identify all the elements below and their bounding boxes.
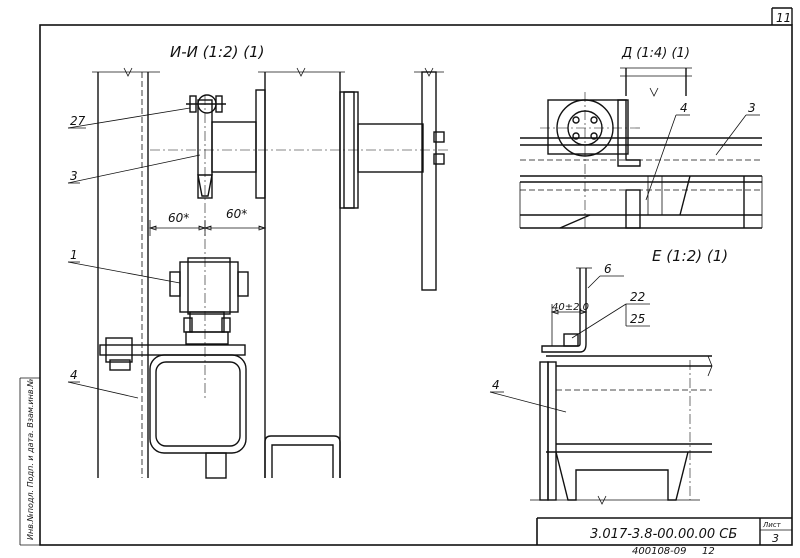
callouts-ii — [67, 107, 201, 399]
side-stamp: Инв.№подл. Подп. и дата. Взам.инв.№ — [26, 379, 35, 540]
dim-40: 40±2,0 — [552, 302, 589, 313]
callout-25: 25 — [630, 312, 645, 326]
dim-60-left: 60* — [168, 211, 189, 225]
archive-number: 400108-09 — [632, 546, 687, 557]
callout-3-d: 3 — [748, 101, 756, 115]
callout-1: 1 — [70, 248, 78, 262]
section-ii-drawing — [92, 67, 450, 479]
callout-3-ii: 3 — [70, 169, 78, 183]
callout-4-e: 4 — [492, 378, 500, 392]
drawing-designation: 3.017-3.8-00.00.00 СБ — [590, 527, 737, 542]
callout-4-d: 4 — [680, 101, 688, 115]
title-block — [536, 517, 792, 545]
sheet-number: 3 — [772, 532, 779, 545]
callout-22: 22 — [630, 290, 645, 304]
callouts-d — [645, 114, 760, 201]
archive-suffix: 12 — [702, 546, 715, 557]
callouts-e — [489, 275, 650, 413]
callout-27: 27 — [70, 114, 86, 128]
dim-60-right: 60* — [226, 207, 247, 221]
callout-6: 6 — [604, 262, 612, 276]
view-e-drawing — [530, 267, 713, 505]
sheet-frame — [19, 7, 793, 546]
section-ii-title: И-И (1:2) (1) — [170, 43, 264, 61]
sheet-label: Лист — [762, 521, 782, 529]
view-d-title: Д (1:4) (1) — [621, 46, 690, 61]
view-d-drawing — [519, 67, 763, 230]
callout-4-ii: 4 — [70, 368, 78, 382]
view-e-title: Е (1:2) (1) — [652, 247, 728, 265]
page-number: 11 — [776, 11, 791, 25]
